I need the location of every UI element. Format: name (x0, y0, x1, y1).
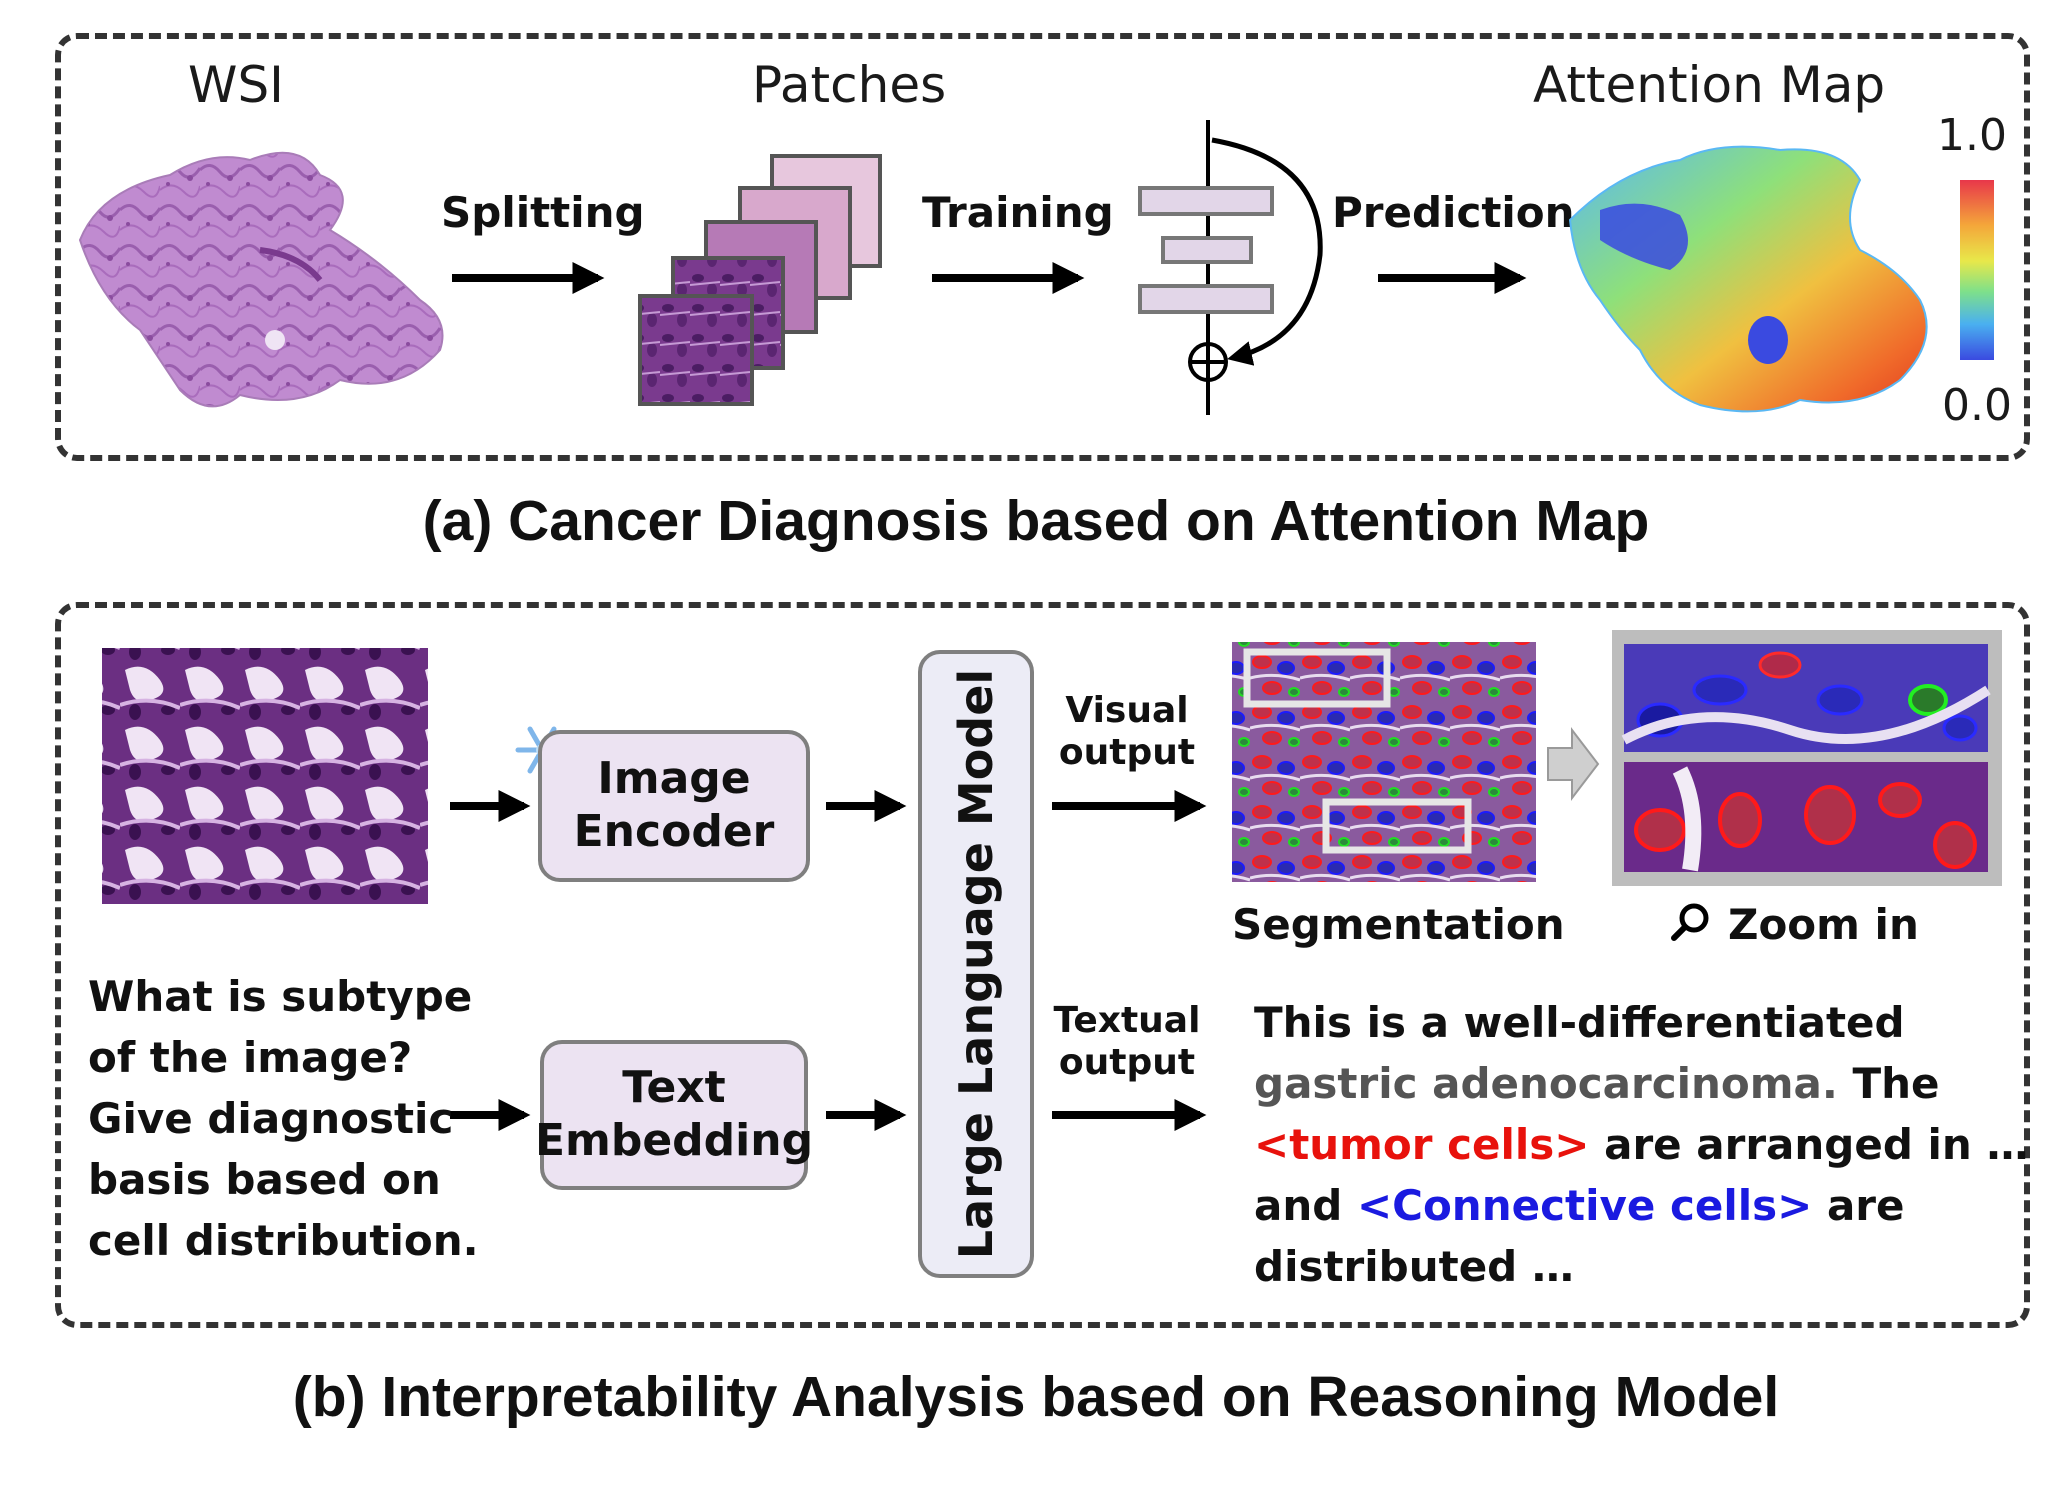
textual-output-label: Textual output (1053, 1000, 1201, 1083)
llm-label: Large Language Model (949, 668, 1003, 1260)
zoom-bottom-cells (1634, 766, 1977, 872)
caption-panel-a: (a) Cancer Diagnosis based on Attention … (422, 489, 1650, 553)
text-embedding-line2: Embedding (534, 1115, 814, 1166)
zoom-arrow-icon (1547, 727, 1600, 801)
scale-min-label: 0.0 (1942, 380, 2012, 431)
answer-diagnosis: gastric adenocarcinoma. (1254, 1059, 1838, 1108)
text-embedding-line1: Text (622, 1062, 726, 1114)
layer-bar-2 (1161, 236, 1253, 264)
tumor-cells-tag: <tumor cells> (1254, 1120, 1590, 1169)
image-encoder-line1: Image (597, 753, 751, 805)
segmentation-roi-top (1243, 648, 1391, 708)
segmentation-label: Segmentation (1232, 900, 1565, 949)
zoom-top-cells (1621, 651, 1991, 745)
zoom-in-label: Zoom in (1728, 900, 1919, 949)
layer-bar-1 (1138, 186, 1274, 216)
panel-a-frame (55, 33, 2030, 461)
colorbar (1960, 180, 1994, 360)
caption-panel-b: (b) Interpretability Analysis based on R… (292, 1365, 1780, 1429)
scale-max-label: 1.0 (1937, 110, 2007, 161)
input-histology-image (102, 648, 428, 904)
magnifier-icon (1671, 903, 1709, 941)
skip-connection-arrow (1211, 137, 1323, 366)
text-embedding-box: Text Embedding (535, 1040, 813, 1190)
layer-bar-3 (1138, 284, 1274, 314)
panel-b-frame (55, 602, 2030, 1328)
patch-1 (638, 294, 754, 406)
question-text: What is subtype of the image? Give diagn… (88, 972, 479, 1265)
patches-label: Patches (752, 56, 947, 114)
image-encoder-box: Image Encoder (538, 730, 810, 882)
wsi-tissue-image (78, 151, 444, 408)
wsi-label: WSI (188, 56, 284, 114)
attention-map-label: Attention Map (1533, 56, 1886, 114)
attention-map-image (1568, 145, 1928, 413)
answer-text: This is a well-differentiated gastric ad… (1254, 998, 2029, 1291)
llm-box: Large Language Model (918, 650, 1034, 1278)
segmentation-roi-bottom (1322, 798, 1472, 854)
visual-output-label: Visual output (1058, 690, 1196, 773)
training-label: Training (922, 188, 1114, 237)
prediction-label: Prediction (1332, 188, 1575, 237)
connective-cells-tag: <Connective cells> (1356, 1181, 1813, 1230)
image-encoder-line2: Encoder (573, 806, 775, 857)
splitting-label: Splitting (441, 188, 645, 237)
